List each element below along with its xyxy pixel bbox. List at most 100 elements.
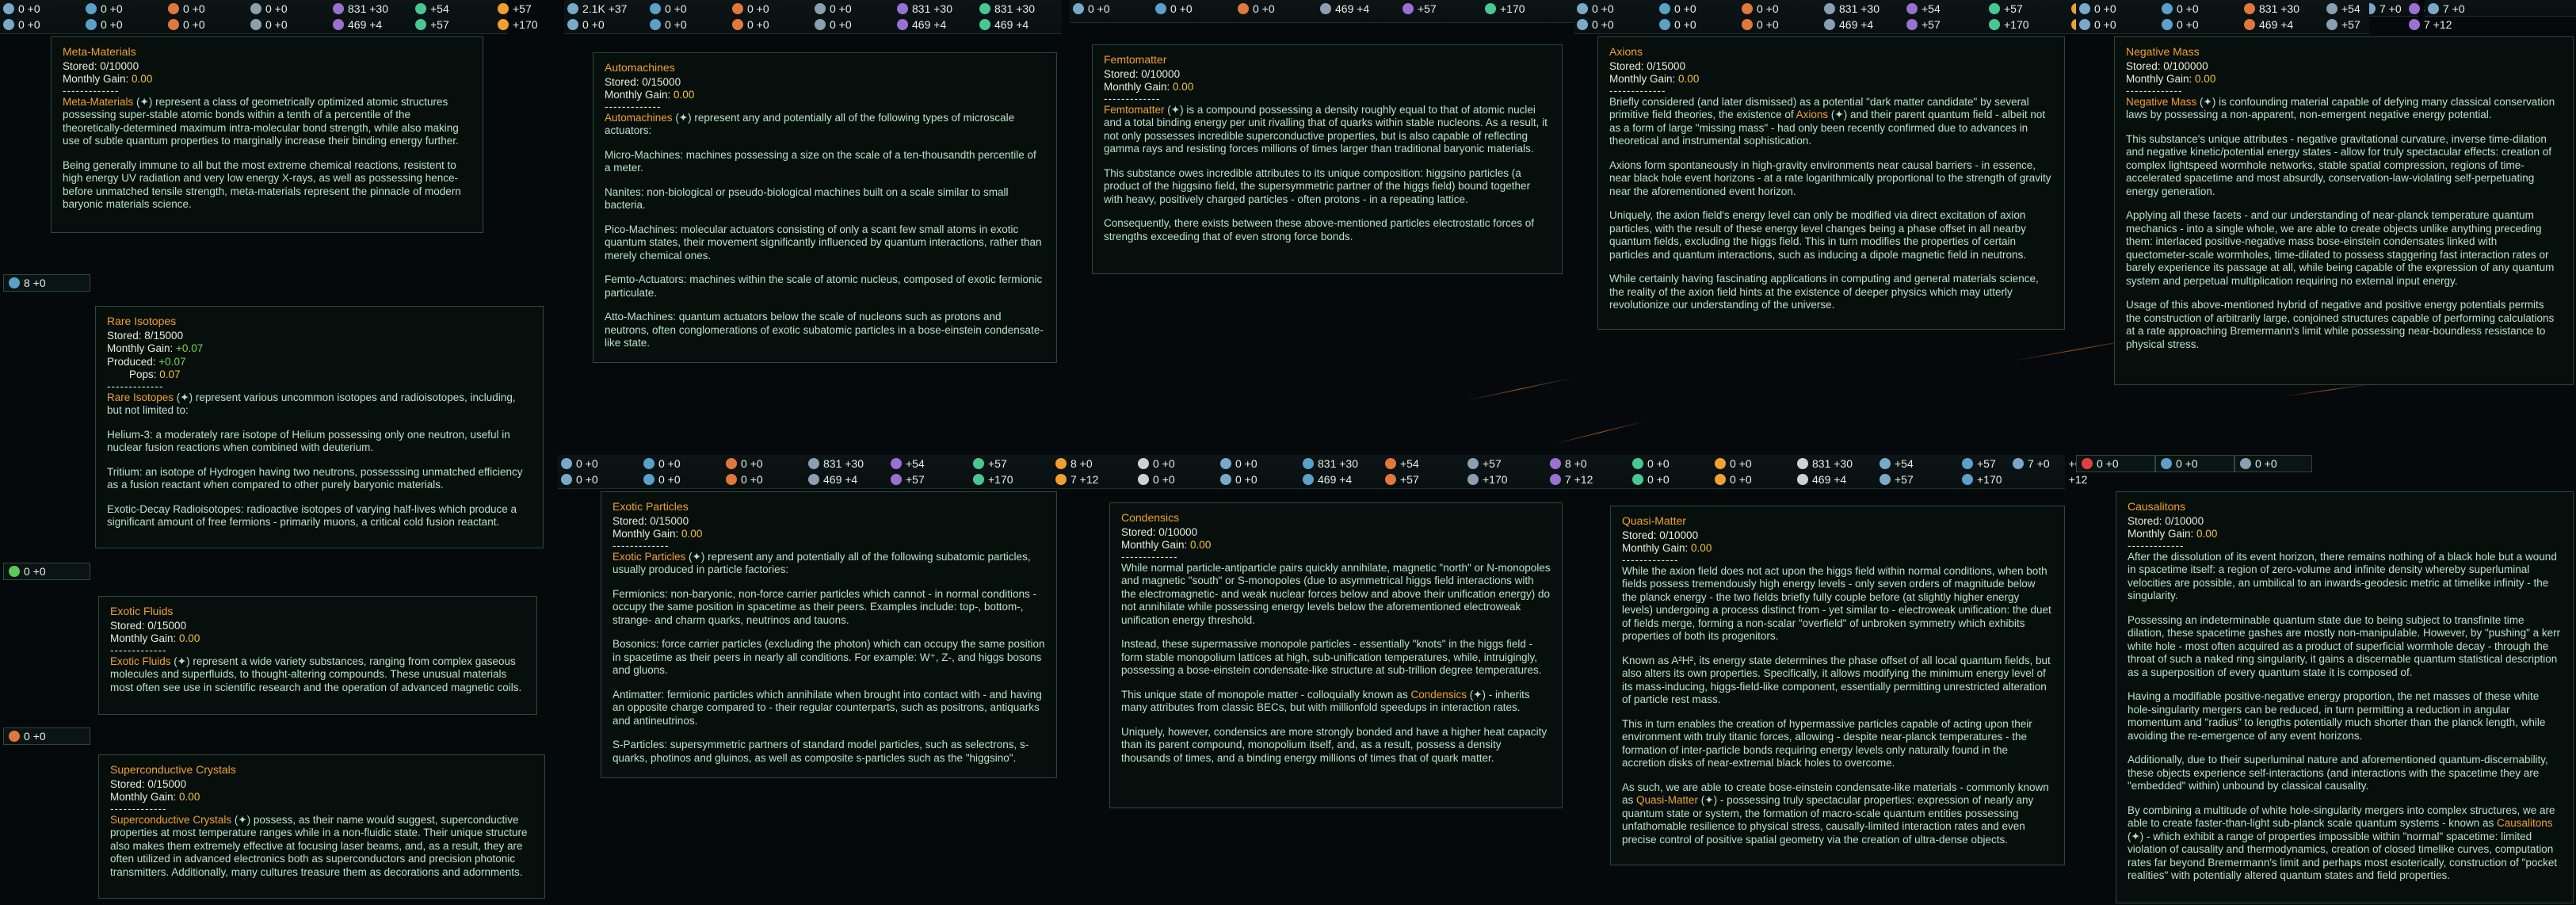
resource-item[interactable]: +54	[412, 1, 494, 17]
resource-item[interactable]: +57	[1876, 472, 1959, 487]
resource-item[interactable]: +57	[2323, 17, 2406, 32]
resource-item[interactable]: 0 +0	[647, 1, 729, 17]
resource-item[interactable]: 0 +0	[0, 1, 82, 17]
resource-item[interactable]: +54	[1903, 1, 1986, 17]
resource-item[interactable]: 0 +0	[647, 17, 729, 32]
resource-item[interactable]: 0 +0	[811, 1, 894, 17]
resource-item[interactable]: 0 +0	[1574, 1, 1656, 17]
resource-item[interactable]: 0 +0	[82, 17, 165, 32]
resource-chip[interactable]: 0 +0	[3, 563, 90, 580]
resource-item[interactable]: 469 +4	[1299, 472, 1382, 487]
resource-item[interactable]: 0 +0	[729, 1, 811, 17]
resource-item[interactable]: +57	[970, 456, 1052, 472]
resource-item[interactable]: 0 +0	[1712, 472, 1794, 487]
resource-item[interactable]: +57	[1959, 456, 2041, 472]
resource-item[interactable]: +57	[412, 17, 494, 32]
resource-item[interactable]: 469 +4	[330, 17, 412, 32]
resource-item[interactable]: 0 +0	[558, 456, 640, 472]
resource-item[interactable]: +170	[1959, 472, 2041, 487]
resource-item[interactable]: 0 +0	[1217, 456, 1299, 472]
resource-item[interactable]: 831 +30	[894, 1, 976, 17]
resource-item[interactable]: 0 +0	[1235, 1, 1317, 17]
resource-item[interactable]: 7 +12	[1547, 472, 1629, 487]
resource-item[interactable]: 469 +4	[1821, 17, 1903, 32]
resource-item[interactable]: 469 +4	[1317, 1, 1399, 17]
resource-item[interactable]: +57	[1382, 472, 1464, 487]
resource-item[interactable]: 831 +30	[2241, 1, 2323, 17]
resource-item[interactable]: +170	[1464, 472, 1547, 487]
resource-item[interactable]: 0 +0	[0, 17, 82, 32]
resource-item[interactable]: 0 +0	[1217, 472, 1299, 487]
resource-item[interactable]: +170	[1986, 17, 2068, 32]
resource-item[interactable]: 0 +0	[1656, 1, 1738, 17]
resource-item[interactable]: 0 +0	[2158, 17, 2241, 32]
resource-item[interactable]: 831 +30	[1299, 456, 1382, 472]
resource-chip[interactable]: 0 +0	[2234, 455, 2312, 472]
resource-item[interactable]: 469 +4	[805, 472, 887, 487]
resource-item[interactable]: 0 +0	[82, 1, 165, 17]
resource-item[interactable]: +170	[970, 472, 1052, 487]
resource-item[interactable]: 0 +0	[729, 17, 811, 32]
resource-item[interactable]: 7 +12	[1052, 472, 1135, 487]
resource-item[interactable]: 0 +0	[165, 17, 247, 32]
resource-item[interactable]: 0 +0	[1629, 472, 1712, 487]
resource-item[interactable]: 831 +30	[976, 1, 1059, 17]
resource-chip[interactable]: 0 +0	[2076, 455, 2155, 472]
resource-item[interactable]: 0 +0	[165, 1, 247, 17]
resource-item[interactable]: 0 +0	[1629, 456, 1712, 472]
resource-chip[interactable]: 0 +0	[2155, 455, 2234, 472]
resource-item[interactable]: 0 +0	[2076, 1, 2158, 17]
resource-item[interactable]: 8 +0	[1052, 456, 1135, 472]
resource-item[interactable]: 0 +0	[2158, 1, 2241, 17]
resource-item[interactable]: 831 +30	[1821, 1, 1903, 17]
resource-value: +170	[1483, 473, 1508, 486]
resource-item[interactable]: 469 +4	[2241, 17, 2323, 32]
resource-item[interactable]: 0 +0	[1738, 1, 1821, 17]
resource-item[interactable]: 7 +0	[2425, 1, 2507, 17]
resource-item[interactable]: 0 +0	[811, 17, 894, 32]
resource-item[interactable]: 831 +30	[1794, 456, 1876, 472]
resource-item[interactable]: 0 +0	[1712, 456, 1794, 472]
resource-item[interactable]: +57	[1986, 1, 2068, 17]
resource-item[interactable]: 0 +0	[1656, 17, 1738, 32]
resource-item[interactable]: +54	[2323, 1, 2406, 17]
resource-item[interactable]: 0 +0	[2076, 17, 2158, 32]
resource-item[interactable]: +57	[1903, 17, 1986, 32]
resource-item[interactable]: 469 +4	[894, 17, 976, 32]
resource-item[interactable]: 469 +4	[1794, 472, 1876, 487]
resource-item[interactable]: +57	[494, 1, 577, 17]
resource-item[interactable]: 7 +0	[2009, 456, 2092, 472]
resource-item[interactable]: 0 +0	[564, 17, 647, 32]
resource-chip[interactable]: 8 +0	[3, 274, 90, 292]
resource-item[interactable]: +57	[1399, 1, 1482, 17]
resource-item[interactable]: 0 +0	[558, 472, 640, 487]
resource-item[interactable]: 8 +0	[1547, 456, 1629, 472]
resource-item[interactable]: 831 +30	[330, 1, 412, 17]
resource-item[interactable]: +54	[1876, 456, 1959, 472]
resource-chip[interactable]: 0 +0	[3, 727, 90, 745]
resource-item[interactable]: 0 +0	[640, 472, 723, 487]
resource-item[interactable]: +170	[494, 17, 577, 32]
resource-item[interactable]: 0 +0	[723, 472, 805, 487]
resource-item[interactable]: +57	[1464, 456, 1547, 472]
resource-item[interactable]: 831 +30	[805, 456, 887, 472]
resource-value: 0 +0	[183, 2, 205, 15]
resource-item[interactable]: 0 +0	[1574, 17, 1656, 32]
resource-item[interactable]: 469 +4	[976, 17, 1059, 32]
resource-icon	[1989, 19, 2000, 30]
resource-item[interactable]: 0 +0	[1135, 472, 1217, 487]
resource-item[interactable]: +54	[887, 456, 970, 472]
resource-item[interactable]: 0 +0	[723, 456, 805, 472]
resource-item[interactable]: 2.1K +37	[564, 1, 647, 17]
resource-item[interactable]: 0 +0	[247, 1, 330, 17]
resource-item[interactable]: 0 +0	[247, 17, 330, 32]
resource-item[interactable]: +54	[1382, 456, 1464, 472]
resource-item[interactable]: 0 +0	[1070, 1, 1152, 17]
resource-item[interactable]: +170	[1482, 1, 1564, 17]
resource-item[interactable]: +57	[887, 472, 970, 487]
resource-item[interactable]: 0 +0	[1152, 1, 1235, 17]
resource-item[interactable]: 0 +0	[1738, 17, 1821, 32]
resource-item[interactable]: 0 +0	[1135, 456, 1217, 472]
resource-item[interactable]: 7 +12	[2406, 17, 2488, 32]
resource-item[interactable]: 0 +0	[640, 456, 723, 472]
